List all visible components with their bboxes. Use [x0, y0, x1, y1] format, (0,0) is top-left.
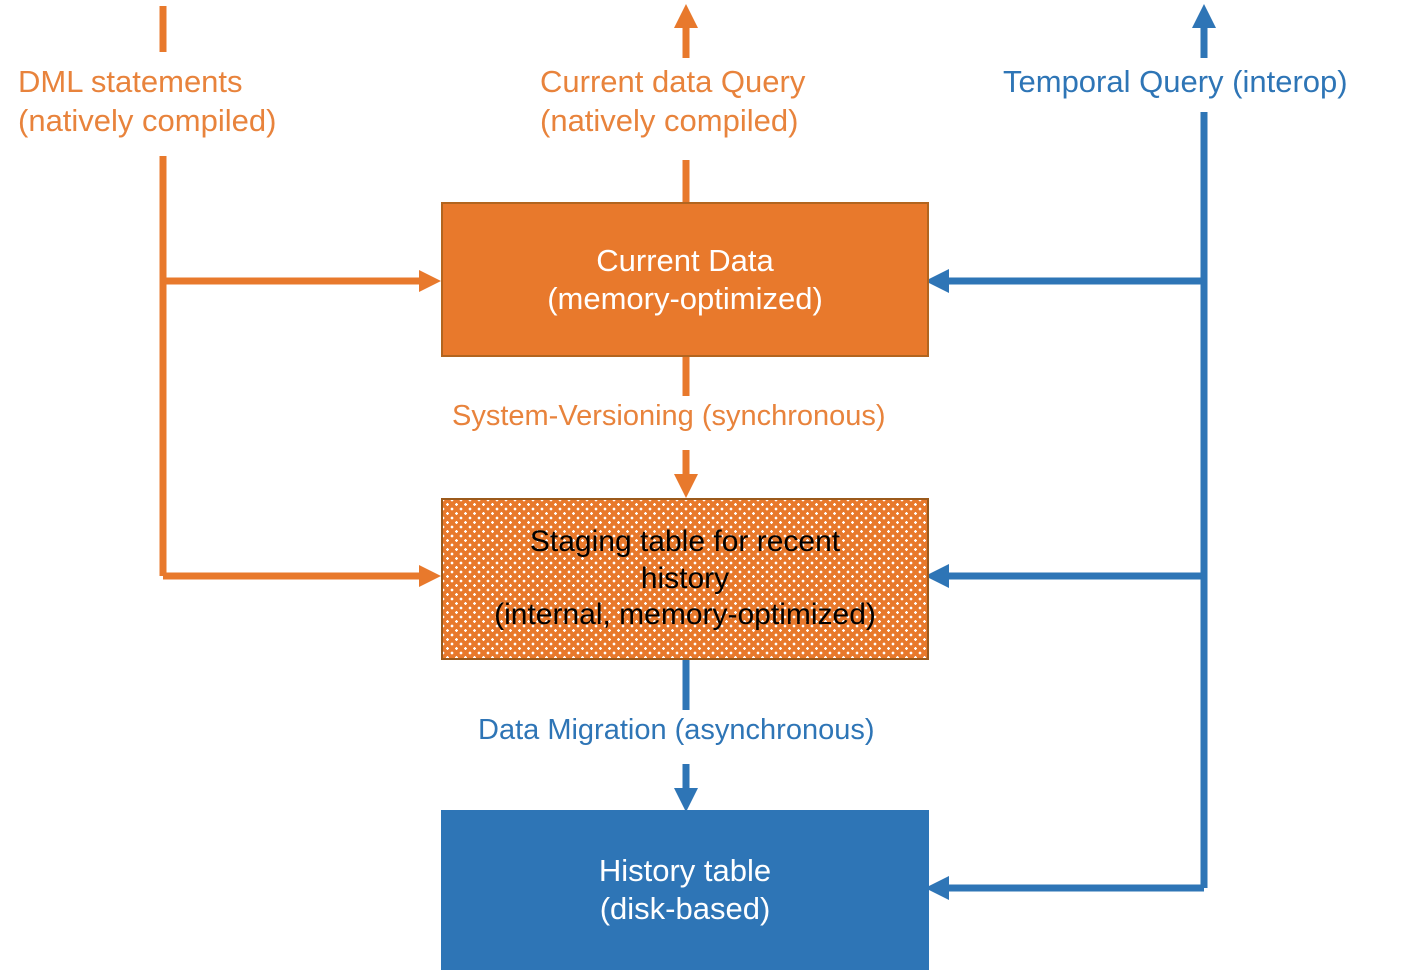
arrowhead-dml-to-current [419, 270, 441, 292]
arrowhead-temporal-query-up [1192, 4, 1216, 28]
label-current-data-query: Current data Query (natively compiled) [540, 64, 806, 139]
label-data-migration: Data Migration (asynchronous) [478, 714, 875, 746]
node-history-table[interactable]: History table (disk-based) [441, 810, 929, 970]
arrowhead-dml-to-staging [419, 565, 441, 587]
label-system-versioning: System-Versioning (synchronous) [452, 400, 886, 432]
label-dml-statements: DML statements (natively compiled) [18, 64, 277, 139]
node-current-data-label: Current Data (memory-optimized) [547, 242, 823, 316]
node-staging-table[interactable]: Staging table for recent history (intern… [441, 498, 929, 660]
node-current-data[interactable]: Current Data (memory-optimized) [441, 202, 929, 357]
node-history-table-label: History table (disk-based) [598, 853, 772, 926]
arrowhead-current-query-up [674, 4, 698, 28]
arrowhead-data-migration-down [674, 788, 698, 812]
label-temporal-query: Temporal Query (interop) [1003, 64, 1348, 99]
node-staging-table-label: Staging table for recent history (intern… [494, 525, 876, 632]
arrowhead-system-versioning-down [674, 474, 698, 498]
